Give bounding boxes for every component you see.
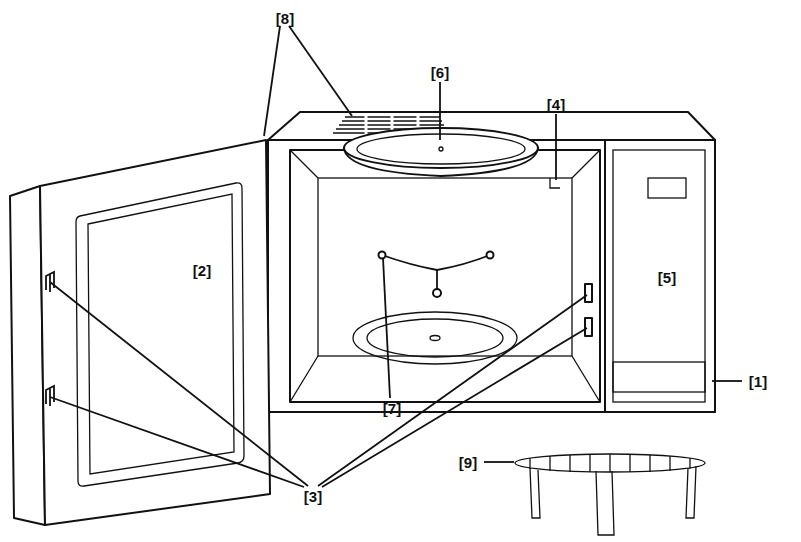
callout-number: [1]	[749, 374, 767, 389]
door-panel	[40, 140, 270, 525]
control-panel-inner	[613, 150, 705, 402]
tray-rim	[344, 128, 538, 168]
leader-line	[383, 258, 390, 398]
roller-hub	[433, 289, 441, 297]
cavity-edge	[290, 150, 318, 178]
display-window	[648, 178, 686, 198]
roller-arm	[382, 255, 490, 270]
waveguide-cover	[550, 178, 560, 188]
door-window	[76, 183, 244, 486]
rack-wire	[689, 458, 690, 469]
callout-number: [8]	[276, 11, 294, 26]
tray-center	[439, 147, 443, 151]
cavity-edge	[572, 356, 600, 402]
rack-wire	[629, 454, 630, 472]
rack-leg	[596, 471, 614, 535]
callout-number: [2]	[193, 263, 211, 278]
rack-wire	[669, 456, 670, 471]
roller-wheel	[379, 252, 386, 259]
cavity-edge	[290, 356, 318, 402]
leader-line	[322, 328, 587, 487]
latch-slot	[585, 284, 592, 302]
door-release-button	[613, 362, 705, 392]
callout-number: [9]	[459, 455, 477, 470]
callout-number: [6]	[431, 65, 449, 80]
rack-wire	[609, 454, 610, 472]
callout-number: [7]	[383, 401, 401, 416]
callout-number: [4]	[547, 97, 565, 112]
leader-line	[712, 380, 742, 382]
rack-wire	[549, 456, 550, 471]
door-window-inner	[88, 194, 234, 474]
rack-wire	[649, 455, 650, 472]
rack-wire	[569, 455, 570, 472]
drive-shaft	[430, 336, 440, 341]
leader-line	[264, 26, 280, 136]
leader-line	[555, 114, 557, 180]
wire-rack	[515, 454, 705, 535]
rack-leg	[686, 466, 696, 518]
control-panel	[605, 140, 715, 412]
door-latch	[46, 386, 54, 406]
turntable-track	[353, 312, 517, 364]
leader-lines	[50, 26, 742, 487]
leader-line	[318, 295, 587, 486]
rack-wire	[589, 454, 590, 472]
roller-ring	[379, 252, 494, 298]
leader-line	[289, 26, 352, 116]
rack-leg	[530, 468, 540, 518]
oven-front	[268, 140, 715, 412]
latch-slot	[585, 318, 592, 336]
roller-wheel	[487, 252, 494, 259]
glass-tray	[344, 128, 538, 176]
rack-top	[515, 454, 705, 472]
vent-gap	[365, 114, 368, 135]
leader-line	[50, 397, 304, 487]
cavity-back-wall	[318, 178, 572, 356]
callout-number: [5]	[658, 270, 676, 285]
tray-inner	[357, 134, 525, 164]
cavity-opening	[290, 150, 600, 402]
leader-line	[484, 461, 514, 463]
callout-number: [3]	[304, 489, 322, 504]
leader-line	[439, 82, 441, 140]
cavity-edge	[572, 150, 600, 178]
rack-wire	[529, 458, 530, 469]
leader-line	[50, 282, 308, 486]
